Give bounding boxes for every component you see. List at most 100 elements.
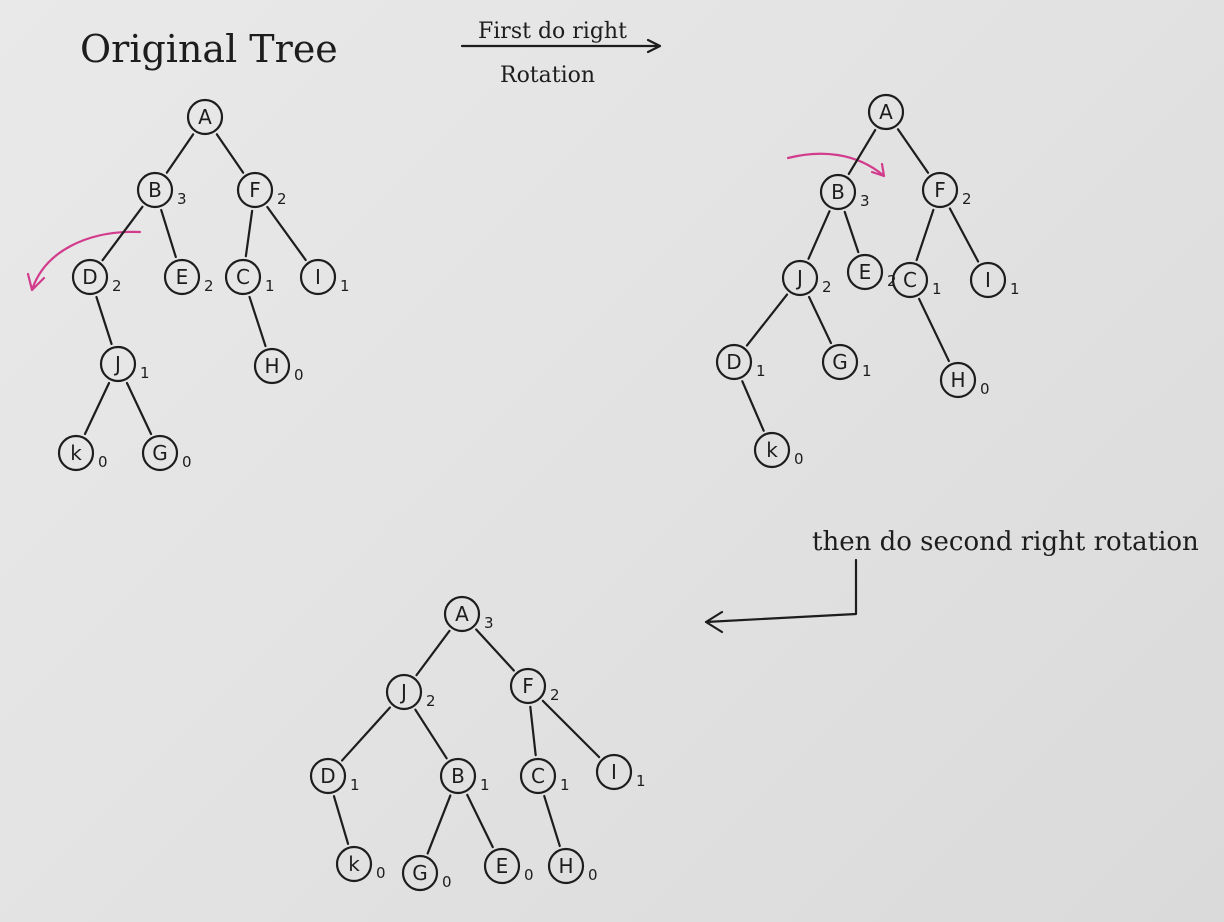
node-circle (509, 667, 547, 705)
original-tree-heading: Original Tree (80, 27, 338, 71)
node-height-label: 0 (524, 866, 534, 884)
node-height-label: 0 (294, 366, 304, 384)
first-rotation-heading: First do right (478, 19, 627, 44)
edge-A-B (165, 133, 195, 174)
node-height-label: 2 (204, 277, 214, 295)
node-label: J (399, 680, 407, 704)
edge-J-G (807, 295, 833, 345)
edge-A-J (415, 629, 451, 677)
node-circle (253, 347, 291, 385)
node-circle (99, 345, 137, 383)
node-label: H (558, 854, 573, 878)
edge-F-C (244, 209, 254, 258)
node-height-label: 0 (794, 450, 804, 468)
node-circle (335, 845, 373, 883)
edge-F-C (915, 208, 935, 262)
node-height-label: 0 (98, 453, 108, 471)
node-circle (299, 258, 337, 296)
edge-B-E (160, 208, 177, 259)
node-label: H (950, 368, 965, 392)
edge-J-D (340, 706, 392, 762)
node-height-label: 1 (140, 364, 150, 382)
node-circle (57, 434, 95, 472)
node-height-label: 2 (887, 272, 897, 290)
node-label: I (985, 268, 991, 292)
node-height-label: 0 (376, 864, 386, 882)
edge-D-K (332, 795, 350, 845)
edge-C-H (917, 297, 951, 363)
second-rotation-pivot-arrow (786, 152, 886, 178)
node-circle (519, 757, 557, 795)
edge-B-D (101, 205, 144, 262)
node-A: A (867, 93, 905, 131)
node-circle (71, 258, 109, 296)
node-circle (921, 171, 959, 209)
node-label: B (831, 180, 845, 204)
node-label: k (766, 438, 778, 462)
node-label: A (455, 602, 469, 626)
node-height-label: 2 (112, 277, 122, 295)
node-label: D (82, 265, 97, 289)
node-circle (715, 343, 753, 381)
edge-A-F (215, 133, 245, 174)
edge-B-G (426, 794, 452, 855)
edge-F-C (529, 705, 537, 757)
node-circle (969, 261, 1007, 299)
edge-F-I (541, 699, 601, 759)
node-circle (821, 343, 859, 381)
edge-J-G (125, 381, 153, 436)
edge-J-B (414, 708, 448, 760)
node-circle (867, 93, 905, 131)
node-label: J (113, 352, 121, 376)
node-label: I (315, 265, 321, 289)
node-circle (141, 434, 179, 472)
heading-underline-arrow (460, 38, 662, 54)
node-circle (236, 171, 274, 209)
node-height-label: 1 (265, 277, 275, 295)
node-height-label: 3 (860, 192, 870, 210)
node-circle (939, 361, 977, 399)
node-label: k (70, 441, 82, 465)
node-circle (846, 253, 884, 291)
node-height-label: 1 (756, 362, 766, 380)
edge-B-J (807, 210, 831, 260)
edge-D-K (741, 380, 765, 432)
edge-F-I (948, 207, 980, 263)
node-circle (891, 261, 929, 299)
node-height-label: 2 (277, 190, 287, 208)
node-label: F (934, 178, 946, 202)
node-height-label: 1 (862, 362, 872, 380)
node-circle (309, 757, 347, 795)
edge-B-E (466, 793, 494, 849)
node-height-label: 0 (442, 873, 452, 891)
node-label: G (832, 350, 848, 374)
edge-J-D (745, 293, 789, 347)
edge-D-J (95, 295, 113, 346)
node-label: k (348, 852, 360, 876)
second-rotation-note: then do second right rotation (812, 527, 1199, 557)
node-height-label: 1 (340, 277, 350, 295)
node-A: A (186, 98, 224, 136)
rotation-heading: Rotation (500, 63, 595, 88)
node-label: B (451, 764, 465, 788)
node-height-label: 0 (980, 380, 990, 398)
node-label: G (152, 441, 168, 465)
node-height-label: 2 (550, 686, 560, 704)
node-circle (224, 258, 262, 296)
